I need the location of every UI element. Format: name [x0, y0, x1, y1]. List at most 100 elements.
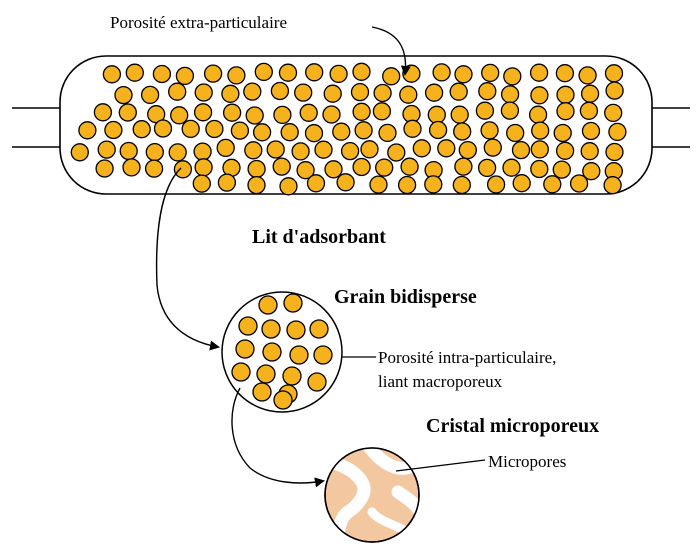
bed-particle: [193, 142, 212, 161]
grain-particle: [282, 366, 302, 386]
bed-particle: [168, 143, 187, 162]
bed-particle: [427, 105, 446, 124]
bed-particle: [173, 160, 193, 179]
bed-particle: [529, 63, 549, 82]
bed-particle: [578, 66, 597, 85]
bed-particle: [168, 82, 187, 101]
bed-particle: [93, 103, 113, 122]
grain-particle: [307, 372, 327, 392]
bed-particle: [272, 157, 291, 176]
bed-particle: [511, 140, 531, 160]
crystal-outline: [324, 447, 420, 543]
bed-particle: [329, 64, 348, 84]
bed-particle: [369, 175, 388, 194]
intra-porosity-label-line1: Porosité intra-particulaire,: [378, 348, 556, 367]
bed-particle: [95, 159, 114, 178]
bed-particle: [502, 158, 521, 177]
bed-particle: [373, 83, 392, 103]
bed-particle: [555, 141, 575, 160]
bed-particle: [553, 123, 572, 143]
bed-particle: [314, 140, 333, 159]
bed-particle: [194, 83, 213, 102]
bed-particle: [397, 175, 417, 195]
bed-particle: [555, 64, 575, 83]
bed-particle: [254, 62, 273, 82]
bed-particle: [399, 85, 418, 104]
bed-particle: [266, 140, 285, 159]
bed-particle: [412, 139, 431, 158]
bed-particle: [604, 64, 624, 83]
bed-particle: [530, 86, 549, 105]
bed-particle: [78, 121, 97, 140]
pipe-lines: [12, 107, 690, 148]
bed-particle: [152, 64, 172, 84]
bed-particle: [193, 103, 213, 122]
bed-particles: [70, 62, 627, 196]
bed-particle: [125, 63, 144, 82]
bed-particle: [531, 121, 550, 140]
bed-particle: [244, 141, 263, 160]
grain-particle: [283, 293, 303, 313]
bed-particle: [245, 106, 264, 125]
bed-particle: [122, 158, 141, 177]
bed-particle: [247, 175, 266, 195]
grain-particle: [262, 342, 282, 362]
microporous-crystal: [324, 447, 420, 543]
bed-particle: [454, 157, 473, 176]
intra-porosity-label-line2: liant macroporeux: [378, 372, 503, 391]
grain-particle: [286, 320, 306, 340]
grain-particle: [235, 339, 255, 359]
bed-particle: [437, 139, 456, 158]
bed-particle: [322, 105, 341, 124]
grain-particle: [256, 364, 276, 384]
grain-particle: [252, 382, 272, 402]
bed-particle: [304, 124, 324, 143]
bed-particle: [569, 174, 589, 193]
bed-particle: [579, 101, 599, 120]
bed-particle: [556, 102, 575, 121]
grain-particle: [231, 362, 251, 382]
bed-particle: [432, 63, 451, 82]
bed-particle: [305, 63, 324, 82]
bed-particle: [340, 141, 360, 161]
bed-particle: [205, 119, 224, 139]
bed-particle: [217, 173, 237, 192]
bed-particle: [194, 158, 213, 177]
bed-particle: [175, 66, 195, 86]
bed-particle: [604, 103, 623, 123]
bed-particle: [428, 120, 448, 140]
bed-particle: [543, 175, 562, 194]
bed-particle: [475, 101, 495, 120]
bed-particle: [449, 82, 468, 101]
bed-particle: [608, 122, 627, 142]
bed-particle: [181, 119, 200, 139]
micropore-channel-3: [391, 485, 419, 542]
bed-particle: [352, 157, 371, 177]
bed-particle: [273, 105, 292, 125]
bed-particle: [424, 83, 444, 102]
bed-particle: [530, 159, 549, 179]
bed-particle: [352, 62, 371, 81]
bed-particle: [296, 161, 315, 180]
bed-particle: [582, 162, 601, 181]
micropores-label: Micropores: [488, 452, 566, 471]
bed-particle: [153, 119, 173, 138]
bed-particle: [400, 157, 419, 176]
grain-particle: [258, 295, 278, 315]
bed-particle: [530, 140, 549, 159]
bed-particle: [360, 140, 379, 159]
bed-particle: [102, 65, 122, 84]
bed-particle: [424, 175, 443, 194]
bed-particle: [118, 103, 137, 122]
grain-title: Grain bidisperse: [334, 286, 477, 308]
bed-particle: [350, 82, 370, 102]
bed-particle: [145, 142, 164, 162]
bed-particle: [243, 82, 262, 101]
bed-particle: [580, 142, 599, 161]
bed-particle: [605, 142, 624, 162]
bed-particle: [306, 174, 326, 193]
bed-particle: [481, 63, 500, 83]
bed-particle: [222, 103, 242, 122]
bed-particle: [500, 85, 520, 104]
